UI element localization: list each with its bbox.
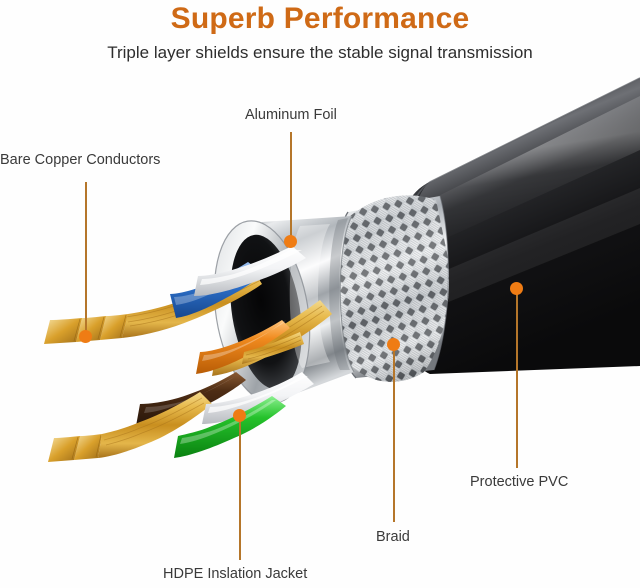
leader-line-aluminum-foil bbox=[290, 132, 292, 240]
leader-dot-bare-copper-conductors bbox=[79, 330, 92, 343]
page-title: Superb Performance bbox=[170, 2, 470, 35]
leader-line-bare-copper-conductors bbox=[85, 182, 87, 334]
callout-label-hdpe-inslation-jacket: HDPE Inslation Jacket bbox=[163, 566, 308, 582]
pair-white-lower bbox=[202, 372, 314, 424]
pair-green bbox=[174, 396, 286, 458]
callout-label-protective-pvc: Protective PVC bbox=[470, 474, 569, 490]
leader-dot-hdpe-inslation-jacket bbox=[233, 409, 246, 422]
callout-label-aluminum-foil: Aluminum Foil bbox=[245, 107, 337, 123]
pair-orange bbox=[196, 300, 332, 376]
leader-dot-aluminum-foil bbox=[284, 235, 297, 248]
conductor-bundle bbox=[44, 246, 332, 462]
pair-white-upper bbox=[194, 246, 306, 296]
inner-copper-strand bbox=[242, 332, 304, 364]
leader-dot-braid bbox=[387, 338, 400, 351]
page-subtitle: Triple layer shields ensure the stable s… bbox=[107, 43, 533, 62]
leader-line-protective-pvc bbox=[516, 292, 518, 468]
leader-line-braid bbox=[393, 347, 395, 522]
leader-dot-protective-pvc bbox=[510, 282, 523, 295]
pair-brown bbox=[48, 372, 246, 462]
callout-label-bare-copper-conductors: Bare Copper Conductors bbox=[0, 152, 161, 168]
callout-label-braid: Braid bbox=[376, 529, 410, 545]
leader-line-hdpe-inslation-jacket bbox=[239, 418, 241, 560]
